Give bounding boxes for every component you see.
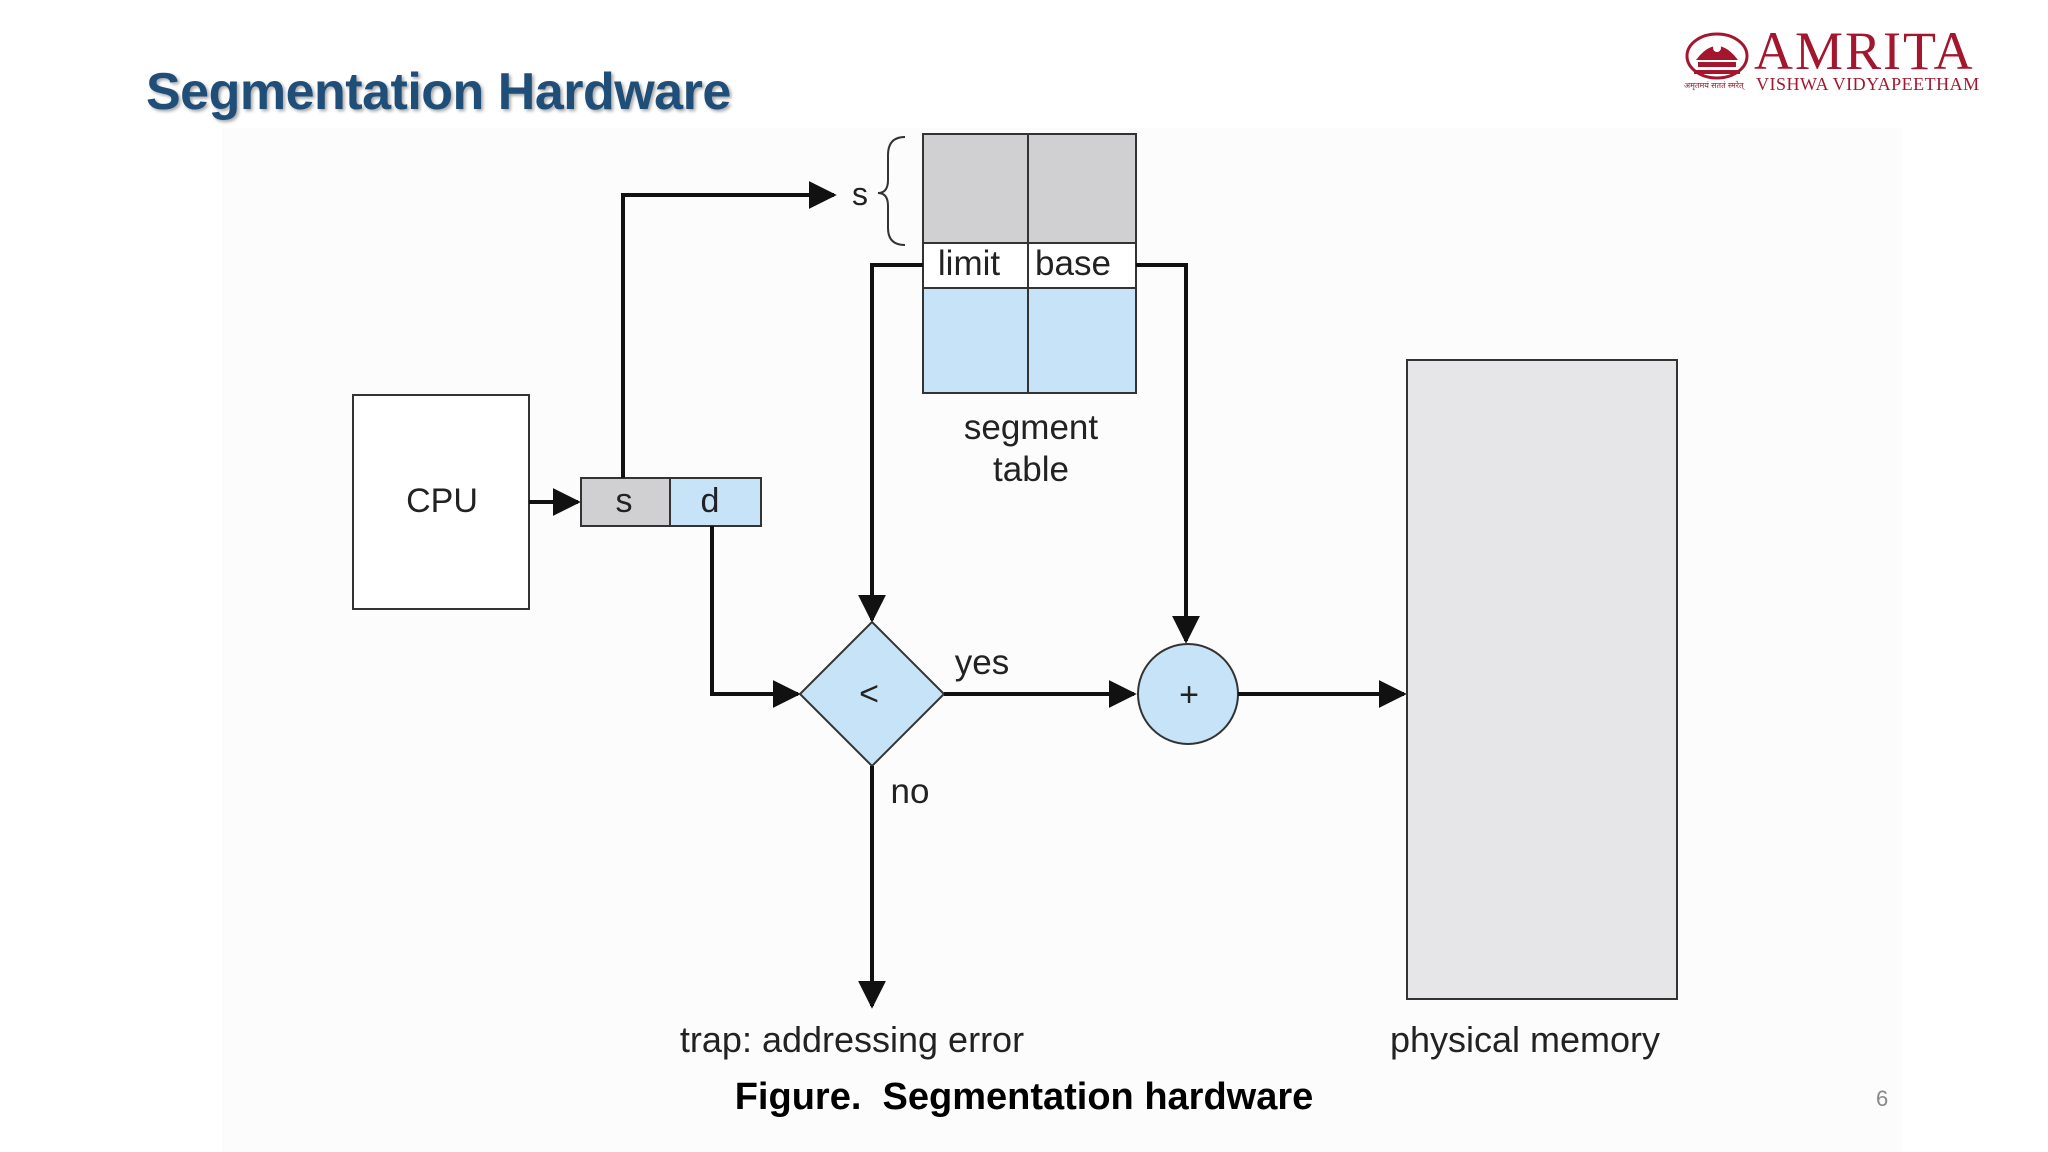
logo-subtitle: VISHWA VIDYAPEETHAM bbox=[1756, 74, 1980, 94]
segment-index-brace bbox=[877, 136, 906, 246]
logo-name: AMRITA bbox=[1754, 21, 1975, 81]
amrita-emblem-icon bbox=[1685, 32, 1749, 80]
d-to-compare-arrow bbox=[710, 526, 801, 708]
segment-index-label: s bbox=[852, 176, 868, 212]
address-s-cell bbox=[580, 477, 671, 527]
base-to-adder-arrow bbox=[1136, 263, 1200, 644]
address-s-label: s bbox=[616, 482, 633, 520]
segment-table-bottom-rows bbox=[922, 287, 1137, 394]
s-to-table-arrow bbox=[621, 181, 837, 478]
page-number: 6 bbox=[1876, 1086, 1889, 1111]
adder-symbol: + bbox=[1179, 676, 1199, 714]
address-d-label: d bbox=[701, 482, 720, 520]
figure-caption: Figure. Segmentation hardware bbox=[734, 1076, 1314, 1118]
compare-symbol: < bbox=[859, 675, 879, 713]
segment-table-label-2: table bbox=[993, 450, 1069, 489]
amrita-logo: AMRITA VISHWA VIDYAPEETHAM अमृतमयं सततं … bbox=[1684, 24, 2034, 94]
trap-label: trap: addressing error bbox=[680, 1019, 1024, 1060]
base-label: base bbox=[1035, 244, 1111, 283]
segment-table-top-rows bbox=[922, 133, 1137, 244]
no-label: no bbox=[891, 772, 930, 811]
segment-table-label-1: segment bbox=[964, 408, 1099, 447]
cpu-box bbox=[352, 394, 530, 610]
yes-label: yes bbox=[955, 643, 1009, 682]
slide-title: Segmentation Hardware bbox=[146, 63, 731, 121]
logo-tagline: अमृतमयं सततं स्मरेत् bbox=[1684, 81, 1744, 90]
address-d-cell bbox=[669, 477, 762, 527]
cpu-label: CPU bbox=[406, 482, 478, 520]
physical-memory-block bbox=[1406, 359, 1678, 1000]
limit-label: limit bbox=[938, 244, 1000, 283]
limit-to-compare-arrow bbox=[858, 263, 923, 623]
physical-memory-label: physical memory bbox=[1390, 1019, 1660, 1060]
